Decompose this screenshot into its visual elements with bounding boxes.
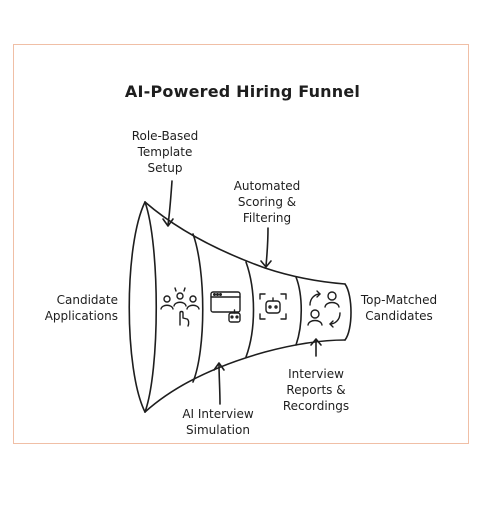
funnel-bottom-edge	[144, 339, 346, 413]
divider-3	[295, 276, 302, 346]
label-automated-scoring-filtering: Automated Scoring & Filtering	[233, 179, 301, 225]
divider-2	[245, 261, 255, 358]
diagram-title: AI-Powered Hiring Funnel	[124, 82, 361, 101]
funnel-top-edge	[144, 201, 346, 285]
funnel-shape	[128, 201, 352, 413]
people-select-icon	[160, 287, 200, 327]
arrow-scoring-head	[260, 260, 272, 268]
arrow-reports-head	[310, 338, 322, 346]
funnel-right-cap	[344, 283, 352, 341]
arrow-simulation-head	[213, 362, 225, 371]
arrow-template	[167, 180, 173, 226]
funnel-left-mouth	[128, 201, 146, 413]
browser-bot-icon	[210, 291, 241, 323]
bot-scan-icon	[259, 293, 287, 320]
label-ai-interview-simulation: AI Interview Simulation	[182, 407, 254, 437]
funnel-dividers	[192, 233, 302, 383]
arrow-template-head	[162, 218, 174, 227]
label-top-matched-candidates: Top-Matched Candidates	[360, 293, 438, 323]
label-interview-reports-recordings: Interview Reports & Recordings	[282, 367, 350, 413]
label-candidate-applications: Candidate Applications	[44, 293, 118, 323]
users-exchange-icon	[307, 290, 341, 328]
diagram-frame	[13, 44, 469, 444]
pointer-arrows	[162, 180, 322, 405]
label-role-based-template-setup: Role-Based Template Setup	[131, 129, 199, 175]
arrow-scoring	[265, 227, 269, 267]
divider-1	[192, 233, 204, 383]
arrow-simulation	[218, 363, 221, 405]
funnel-mouth-inner	[144, 201, 158, 413]
